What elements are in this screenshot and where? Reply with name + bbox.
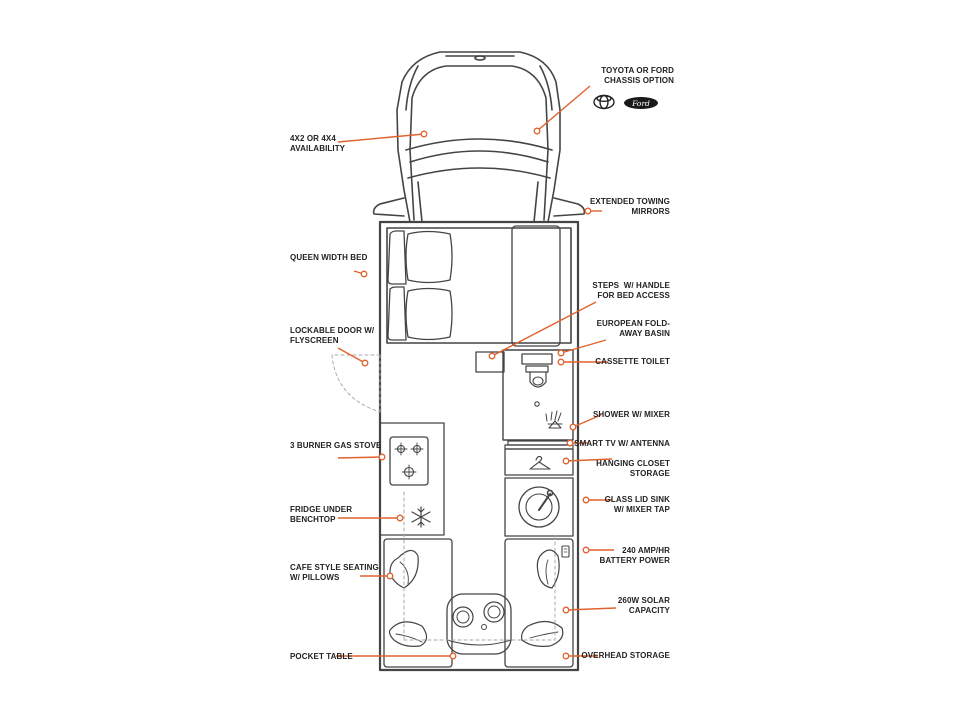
label-towing-mirrors: EXTENDED TOWING MIRRORS (589, 197, 670, 216)
label-glass-lid-sink: GLASS LID SINK W/ MIXER TAP (604, 495, 670, 514)
glass-lid-sink (504, 477, 574, 537)
label-smart-tv: SMART TV W/ ANTENNA (574, 439, 670, 448)
smart-tv (504, 440, 574, 450)
label-overhead-storage: OVERHEAD STORAGE (581, 651, 670, 660)
label-lockable-door: LOCKABLE DOOR W/ FLYSCREEN (290, 326, 375, 345)
toyota-logo (593, 94, 615, 110)
label-fridge: FRIDGE UNDER BENCHTOP (290, 505, 353, 524)
label-bed-steps: STEPS W/ HANDLE FOR BED ACCESS (592, 281, 670, 300)
label-cassette-toilet: CASSETTE TOILET (595, 357, 670, 366)
towing-mirrors (372, 197, 586, 217)
bed-steps (475, 351, 505, 373)
label-pocket-table: POCKET TABLE (290, 652, 353, 661)
label-cafe-seating: CAFE STYLE SEATING W/ PILLOWS (290, 563, 379, 582)
vehicle-cab (396, 51, 561, 223)
label-drive-availability: 4X2 OR 4X4 AVAILABILITY (290, 134, 346, 153)
label-chassis-option: TOYOTA OR FORD CHASSIS OPTION (601, 66, 674, 85)
vehicle-body-outline (378, 220, 580, 672)
label-queen-bed: QUEEN WIDTH BED (290, 253, 368, 262)
cafe-seating (383, 538, 574, 668)
label-hanging-closet: HANGING CLOSET STORAGE (596, 459, 670, 478)
callout-lines (336, 85, 617, 657)
battery-icon (561, 545, 570, 558)
callout-dots (360, 127, 592, 660)
label-european-basin: EUROPEAN FOLD- AWAY BASIN (596, 319, 670, 338)
label-solar-capacity: 260W SOLAR CAPACITY (617, 596, 670, 615)
label-gas-stove: 3 BURNER GAS STOVE (290, 441, 382, 450)
label-shower: SHOWER W/ MIXER (592, 410, 670, 419)
layout-guides (403, 491, 556, 641)
queen-bed (386, 225, 572, 347)
brand-logos: Ford (588, 92, 658, 119)
label-battery-power: 240 AMP/HR BATTERY POWER (599, 546, 670, 565)
hanging-closet (504, 448, 574, 476)
bathroom (502, 349, 574, 441)
pocket-table (446, 593, 512, 655)
ford-badge-text: Ford (631, 99, 650, 108)
door-swing (331, 354, 381, 413)
ford-logo: Ford (624, 97, 658, 109)
kitchen-bench (379, 422, 445, 536)
